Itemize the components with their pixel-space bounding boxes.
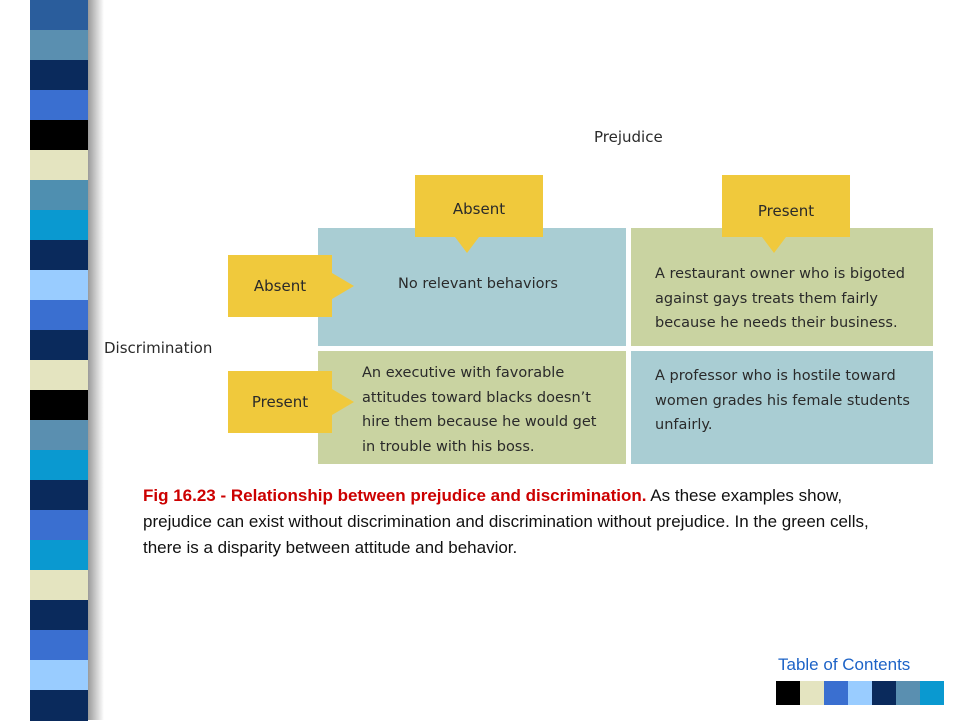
figure-caption: Fig 16.23 - Relationship between prejudi… xyxy=(143,483,883,561)
column-tag-absent-text: Absent xyxy=(452,200,506,218)
caption-body: As these examples show, prejudice can ex… xyxy=(143,486,869,557)
strip-block xyxy=(30,360,88,391)
strip-block xyxy=(30,540,88,571)
row-tag-absent: Absent xyxy=(228,255,354,317)
strip-block xyxy=(30,210,88,241)
strip-block xyxy=(30,600,88,631)
strip-block xyxy=(30,330,88,361)
strip-block xyxy=(30,660,88,691)
cell-present-present-text: A professor who is hostile toward women … xyxy=(655,368,910,433)
strip-block xyxy=(30,510,88,541)
cell-absent-absent: No relevant behaviors xyxy=(318,228,626,346)
prejudice-discrimination-figure: Prejudice Discrimination No relevant beh… xyxy=(104,125,936,470)
strip-block xyxy=(30,60,88,91)
strip-block xyxy=(30,300,88,331)
strip-block xyxy=(30,240,88,271)
toc-square xyxy=(824,681,848,705)
strip-block xyxy=(30,30,88,61)
strip-shadow xyxy=(88,0,104,720)
strip-block xyxy=(30,150,88,181)
prejudice-axis-label: Prejudice xyxy=(594,128,663,146)
caption-title: Fig 16.23 - Relationship between prejudi… xyxy=(143,486,647,505)
cell-absent-absent-text: No relevant behaviors xyxy=(398,276,558,292)
strip-block xyxy=(30,420,88,451)
table-of-contents-link[interactable]: Table of Contents xyxy=(778,655,911,674)
toc-square xyxy=(896,681,920,705)
cell-absent-present-text: A restaurant owner who is bigoted agains… xyxy=(655,266,905,331)
column-tag-absent: Absent xyxy=(415,175,543,253)
strip-block xyxy=(30,90,88,121)
toc-square xyxy=(800,681,824,705)
row-tag-present: Present xyxy=(228,371,354,433)
strip-block xyxy=(30,690,88,721)
column-tag-present: Present xyxy=(722,175,850,253)
strip-block xyxy=(30,270,88,301)
column-tag-present-text: Present xyxy=(757,202,815,220)
toc-square xyxy=(920,681,944,705)
row-tag-absent-text: Absent xyxy=(253,277,307,295)
strip-block xyxy=(30,120,88,151)
strip-block xyxy=(30,0,88,31)
row-tag-present-text: Present xyxy=(251,393,309,411)
decorative-side-strip xyxy=(30,0,88,721)
strip-block xyxy=(30,450,88,481)
strip-block xyxy=(30,630,88,661)
cell-discrimination-present-prejudice-absent: An executive with favorable attitudes to… xyxy=(318,351,626,464)
toc-square xyxy=(848,681,872,705)
discrimination-axis-label: Discrimination xyxy=(104,339,213,357)
toc-square xyxy=(872,681,896,705)
strip-block xyxy=(30,480,88,511)
cell-present-absent-text: An executive with favorable attitudes to… xyxy=(362,365,597,455)
strip-block xyxy=(30,390,88,421)
strip-block xyxy=(30,180,88,211)
cell-discrimination-absent-prejudice-present: A restaurant owner who is bigoted agains… xyxy=(631,228,933,346)
toc-square xyxy=(776,681,800,705)
strip-block xyxy=(30,570,88,601)
cell-present-present: A professor who is hostile toward women … xyxy=(631,351,933,464)
table-of-contents-color-bar[interactable] xyxy=(776,681,944,705)
